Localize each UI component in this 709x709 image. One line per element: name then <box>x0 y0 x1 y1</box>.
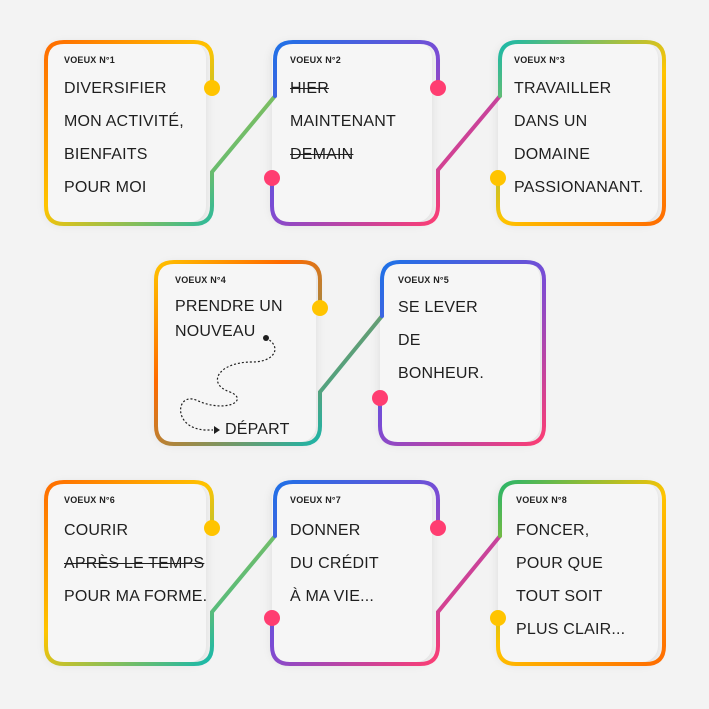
vow-7-label: VOEUX N°7 <box>290 495 341 505</box>
vow-3-line-3: DOMAINE <box>514 146 591 163</box>
vow-4-frame <box>154 260 384 446</box>
wiggly-path <box>180 337 276 431</box>
vow-7-frame-bottom <box>270 534 502 666</box>
vow-card-6 <box>46 482 206 662</box>
vow-6-line-3: POUR MA FORME. <box>64 588 208 605</box>
vow-6-line-1: COURIR <box>64 522 129 539</box>
vow-2-dot-bottom <box>264 170 280 186</box>
vow-8-dot <box>490 610 506 626</box>
vow-2-line-2: MAINTENANT <box>290 113 396 130</box>
vow-8-frame <box>496 480 666 666</box>
arrow-head-icon <box>214 426 220 434</box>
vow-card-4 <box>156 262 316 442</box>
vow-1-line-2: MON ACTIVITÉ, <box>64 113 184 130</box>
vow-card-8 <box>498 482 658 662</box>
vow-8-line-2: POUR QUE <box>516 555 603 572</box>
vow-8-line-4: PLUS CLAIR... <box>516 621 626 638</box>
vow-8-line-3: TOUT SOIT <box>516 588 603 605</box>
vow-2-label: VOEUX N°2 <box>290 55 341 65</box>
vow-2-frame-bottom <box>270 94 502 226</box>
vow-2-line-1: HIER <box>290 80 330 97</box>
vow-7-dot-bottom <box>264 610 280 626</box>
vow-3-frame <box>496 40 666 226</box>
vow-6-dot <box>204 520 220 536</box>
vow-1-line-1: DIVERSIFIER <box>64 80 167 97</box>
vow-5-line-2: DE <box>398 332 421 349</box>
vow-2-line-3: DEMAIN <box>290 146 354 163</box>
vow-5-line-1: SE LEVER <box>398 299 478 316</box>
vow-5-line-3: BONHEUR. <box>398 365 485 382</box>
vow-4-label: VOEUX N°4 <box>175 275 226 285</box>
vow-3-line-2: DANS UN <box>514 113 588 130</box>
vow-7-dot-top <box>430 520 446 536</box>
vow-6-label: VOEUX N°6 <box>64 495 115 505</box>
vow-8-label: VOEUX N°8 <box>516 495 567 505</box>
vow-1-frame <box>44 40 277 226</box>
vow-5-dot <box>372 390 388 406</box>
vow-1-label: VOEUX N°1 <box>64 55 115 65</box>
vow-3-dot <box>490 170 506 186</box>
vow-7-frame <box>273 480 440 538</box>
vow-7-line-1: DONNER <box>290 522 361 539</box>
vow-1-line-3: BIENFAITS <box>64 146 148 163</box>
vow-3-line-1: TRAVAILLER <box>514 80 612 97</box>
vow-2-dot-top <box>430 80 446 96</box>
vow-card-7 <box>272 482 432 662</box>
vow-4-line-1: PRENDRE UN <box>175 298 283 315</box>
vow-card-3 <box>498 42 658 222</box>
vow-4-dot <box>312 300 328 316</box>
vow-card-5 <box>380 262 540 442</box>
vow-4-line-2: NOUVEAU <box>175 323 256 340</box>
vow-3-label: VOEUX N°3 <box>514 55 565 65</box>
vow-card-2 <box>272 42 432 222</box>
vow-8-line-1: FONCER, <box>516 522 590 539</box>
vow-1-dot <box>204 80 220 96</box>
vow-3-line-4: PASSIONANANT. <box>514 179 644 196</box>
vow-1-line-4: POUR MOI <box>64 179 147 196</box>
vow-5-frame <box>378 260 546 446</box>
vow-card-1 <box>46 42 206 222</box>
vow-6-frame <box>44 480 277 666</box>
vow-6-line-2: APRÈS LE TEMPS <box>64 555 205 572</box>
vow-7-line-2: DU CRÉDIT <box>290 555 379 572</box>
vow-7-line-3: À MA VIE... <box>290 588 375 605</box>
vow-4-line-3: DÉPART <box>225 421 290 438</box>
vow-2-frame <box>273 40 440 98</box>
vow-5-label: VOEUX N°5 <box>398 275 449 285</box>
